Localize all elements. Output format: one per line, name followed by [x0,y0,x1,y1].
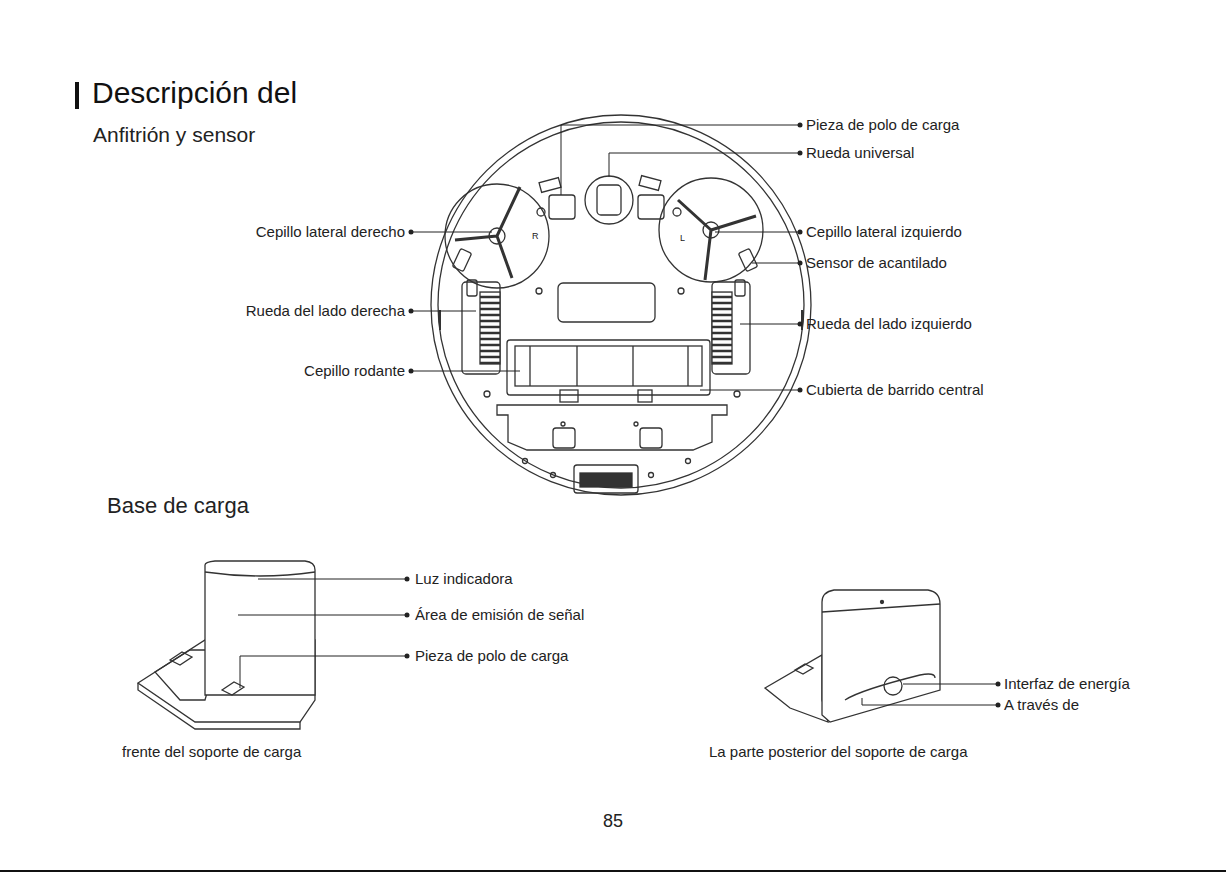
part-name: Rueda universal [806,144,914,161]
part-name: Cepillo rodante [304,362,405,379]
part-name: A través de [1004,696,1079,713]
part-name: Cubierta de barrido central [806,381,984,398]
side-mark: L [679,233,686,243]
part-name: Interfaz de energía [1004,675,1130,692]
part-name: Cepillo lateral izquierdo [806,223,962,240]
figure-caption: frente del soporte de carga [122,743,301,760]
part-name: Rueda del lado izquierdo [806,315,972,332]
section-heading: Anfitrión y sensor [93,123,255,147]
part-name: Sensor de acantilado [806,254,947,271]
part-name: Luz indicadora [415,570,513,587]
section-heading: Base de carga [107,493,249,518]
part-name: Rueda del lado derecha [246,302,405,319]
part-name: Cepillo lateral derecho [256,223,405,240]
side-mark: R [531,231,540,241]
page-number: 85 [603,811,623,832]
part-name: Pieza de polo de carga [806,116,959,133]
figure-caption: La parte posterior del soporte de carga [709,743,968,760]
part-name: Área de emisión de señal [415,606,584,623]
part-name: Pieza de polo de carga [415,647,568,664]
page-title: Descripción del [92,76,297,111]
